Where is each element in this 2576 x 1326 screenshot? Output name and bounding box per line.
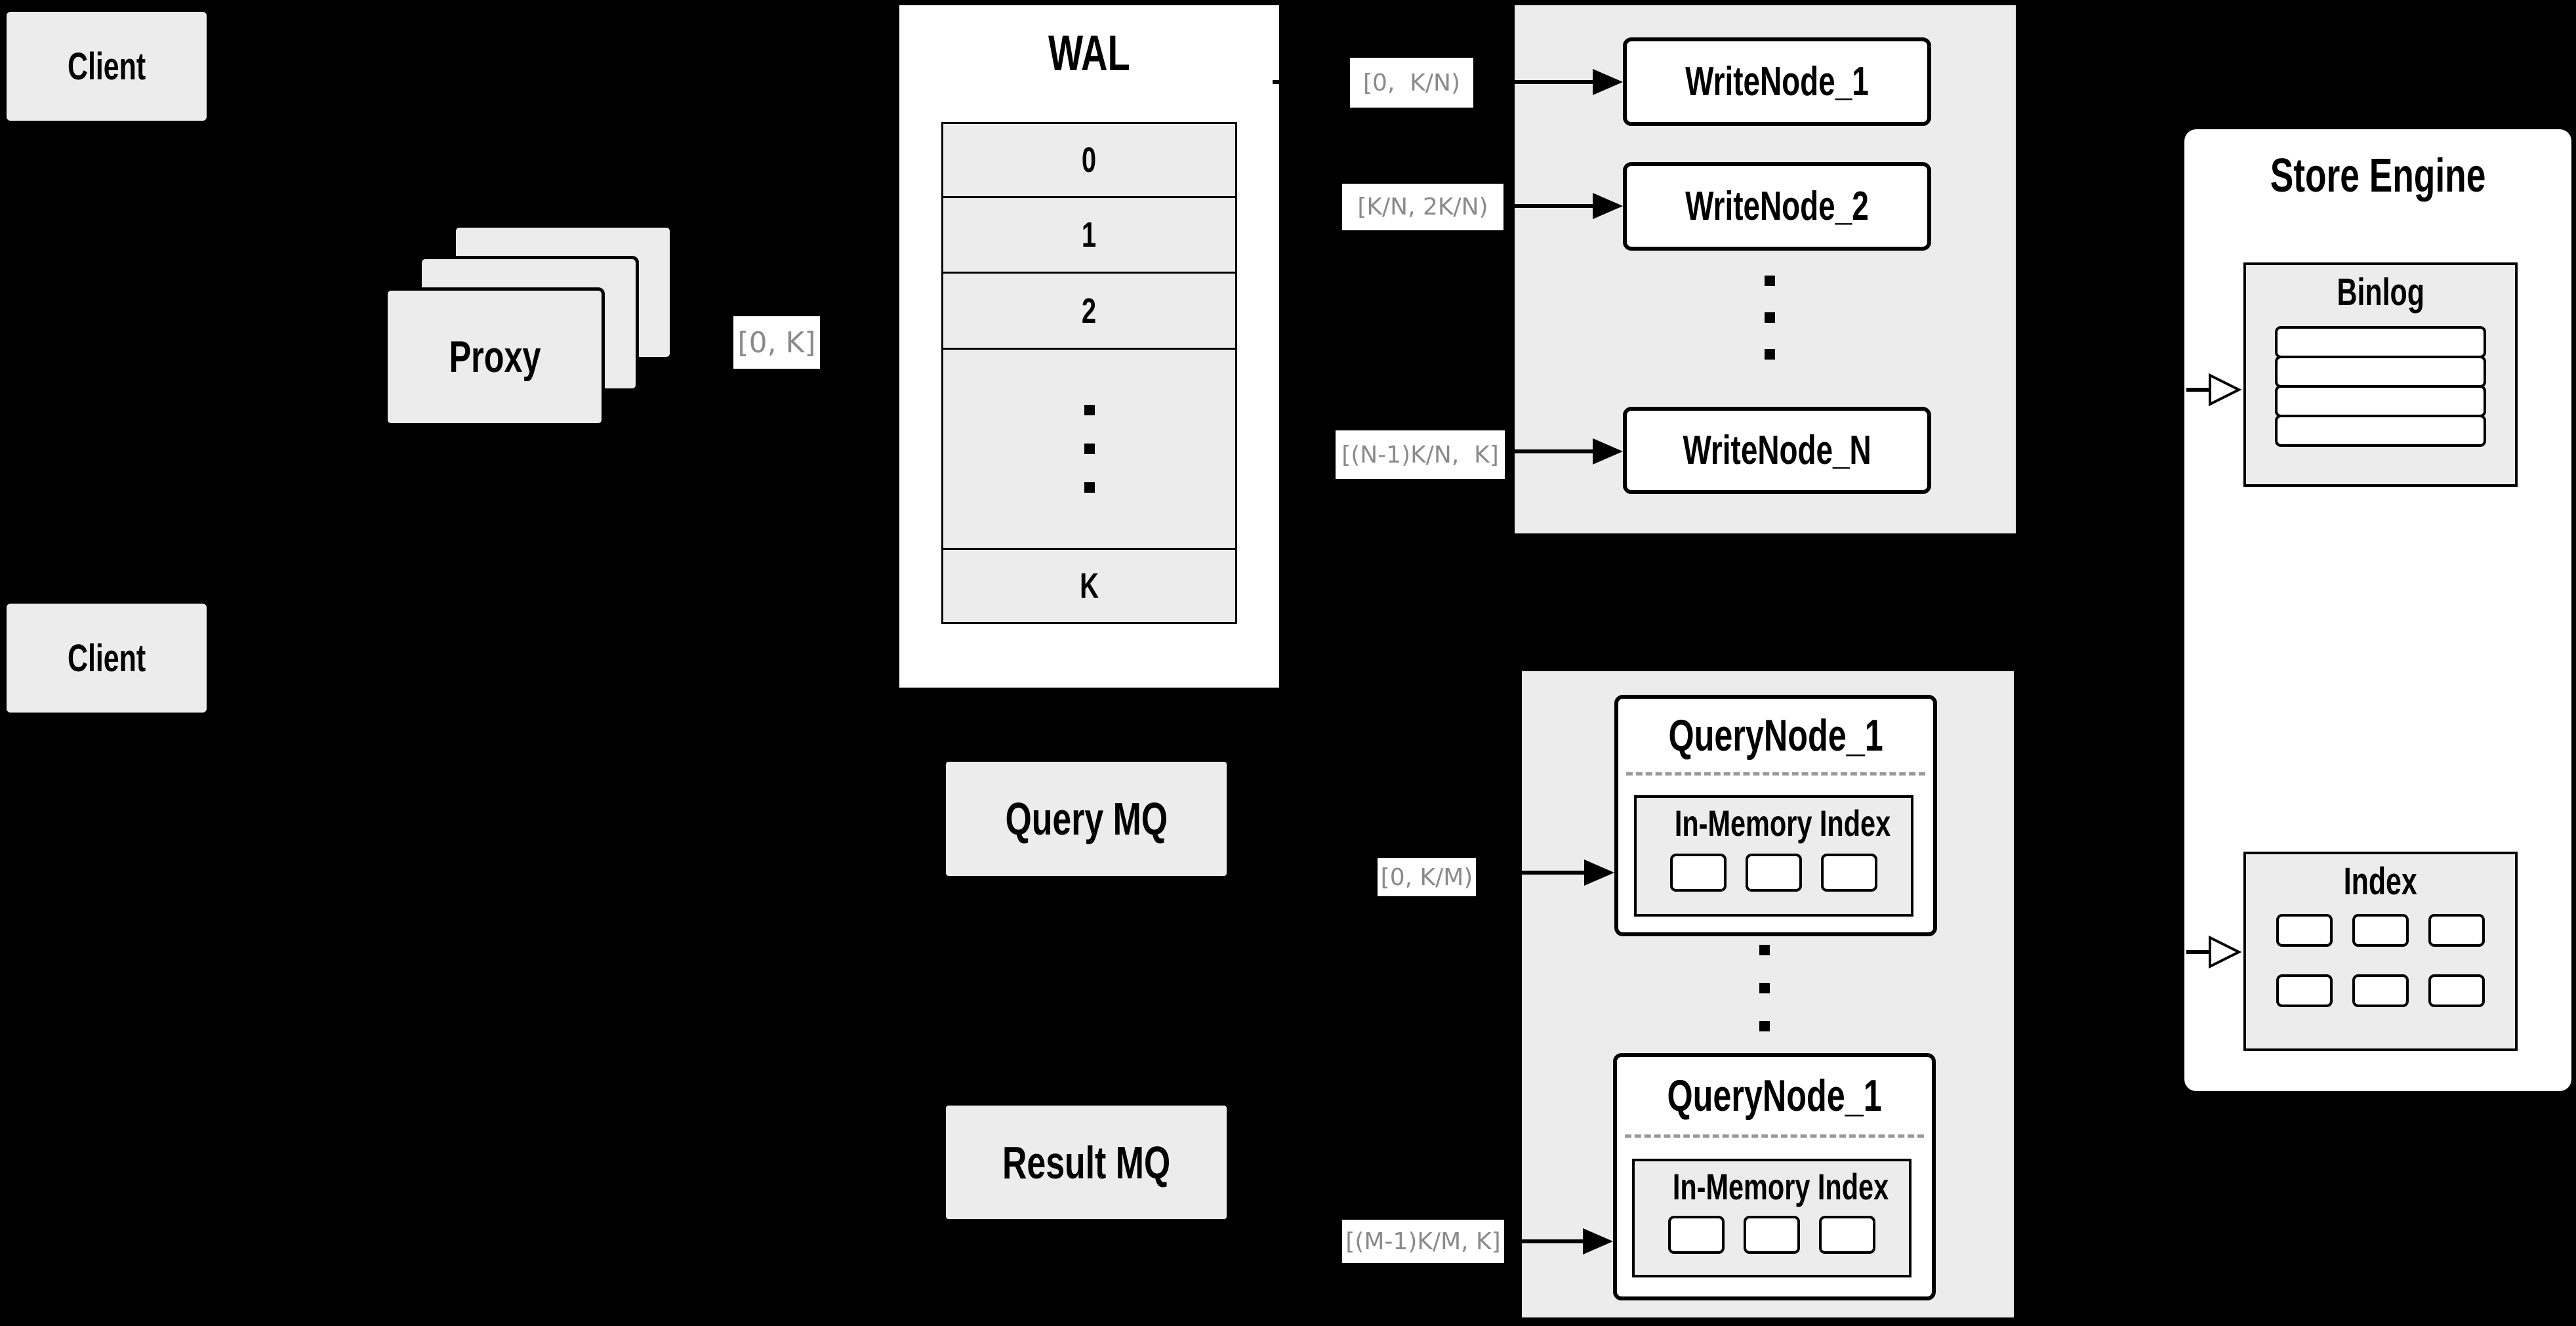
wal-segment-row: 0 bbox=[943, 124, 1235, 196]
query-node-title-wrap: QueryNode_1 bbox=[1617, 1057, 1932, 1134]
wal-segment-table: 0 1 2 K bbox=[941, 122, 1237, 624]
in-memory-index-box: In-Memory Index bbox=[1634, 795, 1913, 917]
solid-arrowhead-icon bbox=[1593, 193, 1623, 219]
segment-chip bbox=[1746, 854, 1802, 892]
write-node-label: WriteNode_N bbox=[1683, 428, 1871, 473]
range-label-write-n: [(N-1)K/N, K] bbox=[1336, 430, 1505, 479]
index-chip bbox=[2428, 974, 2485, 1007]
write-node-label: WriteNode_1 bbox=[1685, 59, 1869, 104]
segment-chip bbox=[1819, 1216, 1875, 1254]
in-memory-index-title-wrap: In-Memory Index bbox=[1635, 1165, 1909, 1208]
proxy-label: Proxy bbox=[449, 332, 541, 382]
client-top-label: Client bbox=[67, 45, 146, 88]
binlog-box: Binlog bbox=[2243, 262, 2518, 487]
range-label-write-1: [0, K/N) bbox=[1350, 58, 1473, 108]
open-arrowhead-icon bbox=[2209, 935, 2241, 969]
query-mq-box: Query MQ bbox=[946, 762, 1227, 876]
arrow-line-binlog bbox=[2186, 388, 2210, 392]
index-box: Index bbox=[2243, 852, 2518, 1051]
wal-row-label: K bbox=[1080, 566, 1099, 606]
ellipsis-dots-icon bbox=[1759, 945, 1770, 1031]
index-chip bbox=[2276, 914, 2333, 947]
query-node-title: QueryNode_1 bbox=[1667, 1071, 1882, 1121]
store-engine-title-wrap: Store Engine bbox=[2184, 149, 2571, 203]
wal-segment-row: K bbox=[943, 550, 1235, 622]
segment-chip-row bbox=[1637, 854, 1911, 892]
wal-row-label: 0 bbox=[1082, 140, 1097, 180]
binlog-title-wrap: Binlog bbox=[2246, 270, 2515, 314]
client-box-bottom: Client bbox=[7, 604, 207, 713]
segment-chip bbox=[1670, 854, 1727, 892]
wal-segment-row-ellipsis bbox=[943, 350, 1235, 548]
index-chip bbox=[2276, 974, 2333, 1007]
solid-arrowhead-icon bbox=[1593, 438, 1623, 465]
wal-segment-row: 2 bbox=[943, 274, 1235, 348]
dashed-divider bbox=[1626, 772, 1925, 776]
index-chip-row bbox=[2246, 974, 2515, 1007]
segment-chip bbox=[1744, 1216, 1800, 1254]
proxy-card-front: Proxy bbox=[384, 287, 605, 426]
binlog-title: Binlog bbox=[2337, 271, 2424, 314]
segment-chip bbox=[1821, 854, 1877, 892]
binlog-rows bbox=[2246, 326, 2515, 447]
in-memory-index-box: In-Memory Index bbox=[1632, 1159, 1912, 1277]
store-engine-title: Store Engine bbox=[2270, 150, 2486, 202]
solid-arrowhead-icon bbox=[1583, 1228, 1613, 1254]
segment-chip-row bbox=[1635, 1216, 1909, 1254]
in-memory-index-title-wrap: In-Memory Index bbox=[1637, 802, 1911, 844]
write-node-box-1: WriteNode_1 bbox=[1623, 37, 1931, 126]
segment-chip bbox=[1668, 1216, 1725, 1254]
binlog-row bbox=[2275, 415, 2486, 447]
write-node-box-2: WriteNode_2 bbox=[1623, 162, 1931, 251]
in-memory-index-title: In-Memory Index bbox=[1674, 802, 1891, 844]
binlog-row bbox=[2275, 326, 2486, 358]
index-title-wrap: Index bbox=[2246, 860, 2515, 903]
wal-segment-row: 1 bbox=[943, 198, 1235, 272]
query-node-title-wrap: QueryNode_1 bbox=[1618, 699, 1933, 772]
result-mq-label: Result MQ bbox=[1002, 1136, 1171, 1188]
in-memory-index-title: In-Memory Index bbox=[1672, 1166, 1889, 1207]
client-box-top: Client bbox=[7, 12, 207, 121]
query-node-box-1: QueryNode_1 In-Memory Index bbox=[1614, 695, 1937, 936]
index-title: Index bbox=[2343, 860, 2418, 903]
arrow-line-index bbox=[2186, 950, 2210, 954]
binlog-row bbox=[2275, 356, 2486, 388]
wal-title: WAL bbox=[1048, 26, 1130, 81]
wal-panel: WAL 0 1 2 K bbox=[897, 3, 1281, 690]
wal-row-label: 2 bbox=[1082, 291, 1097, 331]
write-node-label: WriteNode_2 bbox=[1685, 184, 1869, 229]
range-label-proxy-out: [0, K] bbox=[733, 316, 820, 369]
query-node-title: QueryNode_1 bbox=[1668, 711, 1883, 760]
binlog-row bbox=[2275, 385, 2486, 417]
index-chip bbox=[2352, 914, 2409, 947]
index-chip-row bbox=[2246, 914, 2515, 947]
query-node-box-2: QueryNode_1 In-Memory Index bbox=[1613, 1053, 1936, 1300]
query-mq-label: Query MQ bbox=[1005, 793, 1168, 844]
range-label-query-m: [(M-1)K/M, K] bbox=[1342, 1220, 1504, 1263]
range-label-query-1: [0, K/M) bbox=[1378, 858, 1476, 896]
client-bottom-label: Client bbox=[67, 636, 146, 680]
wal-title-wrap: WAL bbox=[899, 25, 1279, 82]
store-engine-panel: Store Engine Binlog Index bbox=[2184, 129, 2571, 1091]
dashed-divider bbox=[1625, 1134, 1924, 1138]
index-chip bbox=[2428, 914, 2485, 947]
wal-row-label: 1 bbox=[1082, 215, 1097, 255]
ellipsis-dots-icon bbox=[1084, 405, 1095, 493]
open-arrowhead-icon bbox=[2209, 373, 2241, 407]
solid-arrowhead-icon bbox=[1584, 860, 1614, 886]
result-mq-box: Result MQ bbox=[946, 1106, 1227, 1219]
index-chip bbox=[2352, 974, 2409, 1007]
ellipsis-dots-icon bbox=[1765, 276, 1775, 360]
range-label-write-2: [K/N, 2K/N) bbox=[1342, 184, 1503, 230]
solid-arrowhead-icon bbox=[1593, 69, 1623, 95]
write-node-box-n: WriteNode_N bbox=[1623, 407, 1931, 494]
